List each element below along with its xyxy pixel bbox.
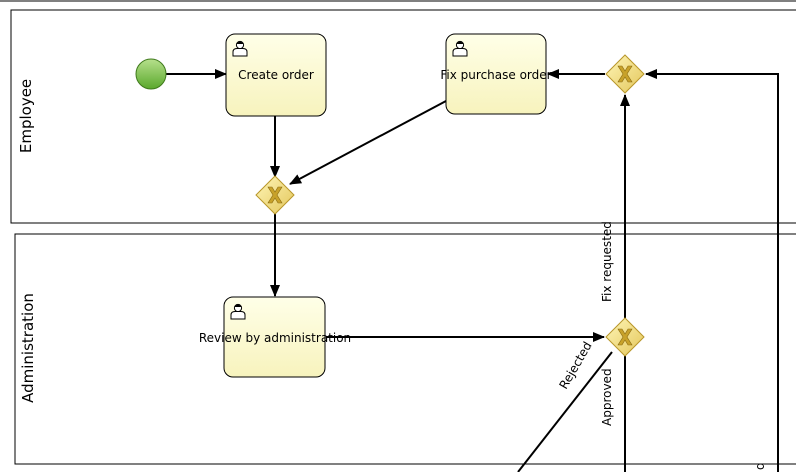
lane-employee[interactable]: Employee bbox=[10, 9, 796, 224]
label-partial-right: d bbox=[753, 462, 767, 470]
start-event[interactable] bbox=[135, 58, 167, 90]
flow-rejected bbox=[517, 351, 613, 472]
task-review[interactable]: Review by administration bbox=[199, 296, 351, 378]
label-approved: Approved bbox=[600, 368, 614, 426]
gateway-fix[interactable] bbox=[605, 54, 645, 94]
lane-administration[interactable]: Administration bbox=[14, 233, 796, 465]
flow-fix-to-merge bbox=[289, 100, 447, 185]
flow-return-to-fix-gateway bbox=[645, 69, 779, 472]
label-fix-requested: Fix requested bbox=[600, 221, 614, 302]
task-fix-purchase-order[interactable]: Fix purchase order bbox=[440, 33, 552, 115]
lane-employee-label: Employee bbox=[17, 79, 35, 153]
task-create-order[interactable]: Create order bbox=[225, 33, 327, 117]
task-review-label: Review by administration bbox=[199, 331, 351, 345]
task-create-order-label: Create order bbox=[238, 68, 314, 82]
task-fix-purchase-order-label: Fix purchase order bbox=[440, 68, 551, 82]
sequence-flows bbox=[166, 69, 779, 472]
lane-administration-label: Administration bbox=[19, 293, 37, 403]
gateway-decision[interactable] bbox=[605, 317, 645, 357]
gateway-merge[interactable] bbox=[255, 175, 295, 215]
